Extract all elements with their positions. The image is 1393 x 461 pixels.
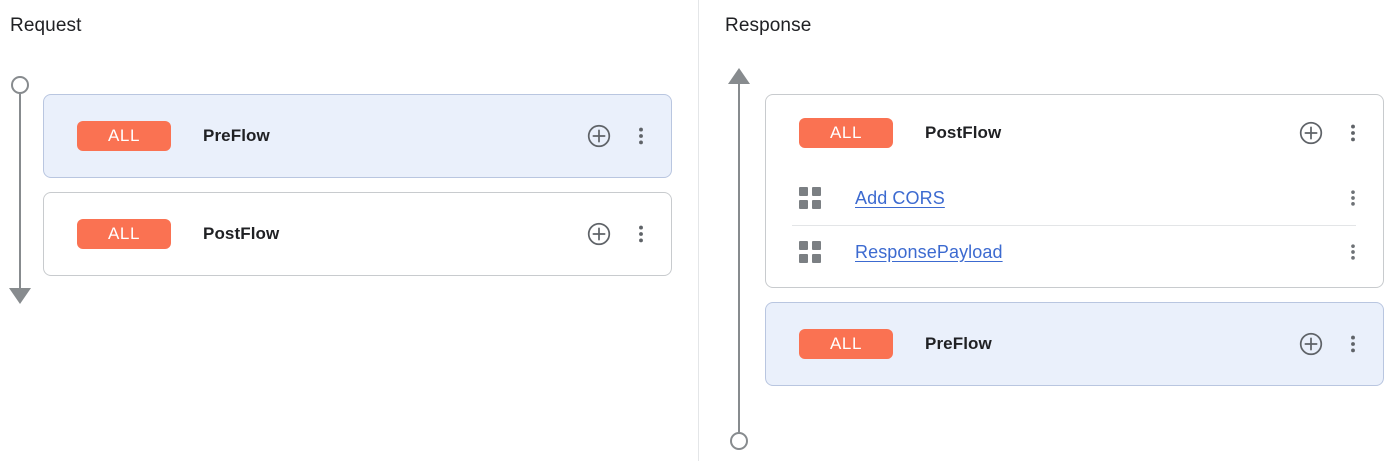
- policy-grid-icon: [799, 187, 821, 209]
- plus-circle-icon[interactable]: [584, 121, 614, 151]
- flow-card-response-postflow[interactable]: ALL PostFlow: [765, 94, 1384, 288]
- flow-card-name: PostFlow: [925, 123, 1002, 142]
- policy-link[interactable]: ResponsePayload: [855, 241, 1003, 262]
- policy-list: Add CORS ResponsePayload: [766, 171, 1383, 287]
- policy-link[interactable]: Add CORS: [855, 187, 945, 208]
- response-flow-rail: [719, 68, 759, 450]
- response-flow-card-list: ALL PostFlow: [765, 94, 1384, 400]
- more-vert-icon[interactable]: [1340, 329, 1366, 359]
- method-badge: ALL: [77, 121, 171, 151]
- flow-card-header[interactable]: ALL PreFlow: [44, 95, 671, 177]
- flow-card-name: PostFlow: [203, 224, 280, 243]
- flow-card-request-postflow[interactable]: ALL PostFlow: [43, 192, 672, 276]
- request-flow-card-list: ALL PreFlow: [43, 94, 672, 290]
- flow-start-circle-icon: [730, 432, 748, 450]
- policy-row[interactable]: Add CORS: [766, 171, 1383, 225]
- flow-start-circle-icon: [11, 76, 29, 94]
- plus-circle-icon[interactable]: [584, 219, 614, 249]
- request-panel: Request ALL PreFlow: [0, 15, 672, 304]
- method-badge: ALL: [77, 219, 171, 249]
- flow-card-name: PreFlow: [925, 334, 992, 353]
- flow-rail-line: [19, 94, 21, 290]
- flow-card-request-preflow[interactable]: ALL PreFlow: [43, 94, 672, 178]
- flow-card-header[interactable]: ALL PreFlow: [766, 303, 1383, 385]
- more-vert-icon[interactable]: [628, 219, 654, 249]
- method-badge: ALL: [799, 329, 893, 359]
- response-panel: Response: [699, 0, 1393, 461]
- policy-grid-icon: [799, 241, 821, 263]
- more-vert-icon[interactable]: [628, 121, 654, 151]
- more-vert-icon[interactable]: [1340, 237, 1366, 267]
- policy-row[interactable]: ResponsePayload: [766, 225, 1383, 279]
- more-vert-icon[interactable]: [1340, 183, 1366, 213]
- flow-rail-line: [738, 78, 740, 438]
- plus-circle-icon[interactable]: [1296, 118, 1326, 148]
- request-panel-title: Request: [10, 15, 82, 36]
- flow-card-header[interactable]: ALL PostFlow: [44, 193, 671, 275]
- flow-arrowhead-up-icon: [728, 68, 750, 84]
- method-badge: ALL: [799, 118, 893, 148]
- plus-circle-icon[interactable]: [1296, 329, 1326, 359]
- flow-card-response-preflow[interactable]: ALL PreFlow: [765, 302, 1384, 386]
- flow-arrowhead-down-icon: [9, 288, 31, 304]
- response-panel-title: Response: [725, 15, 812, 36]
- more-vert-icon[interactable]: [1340, 118, 1366, 148]
- panel-divider: [698, 0, 699, 461]
- request-flow-rail: [0, 72, 40, 304]
- flow-card-header[interactable]: ALL PostFlow: [766, 95, 1383, 171]
- flow-card-name: PreFlow: [203, 126, 270, 145]
